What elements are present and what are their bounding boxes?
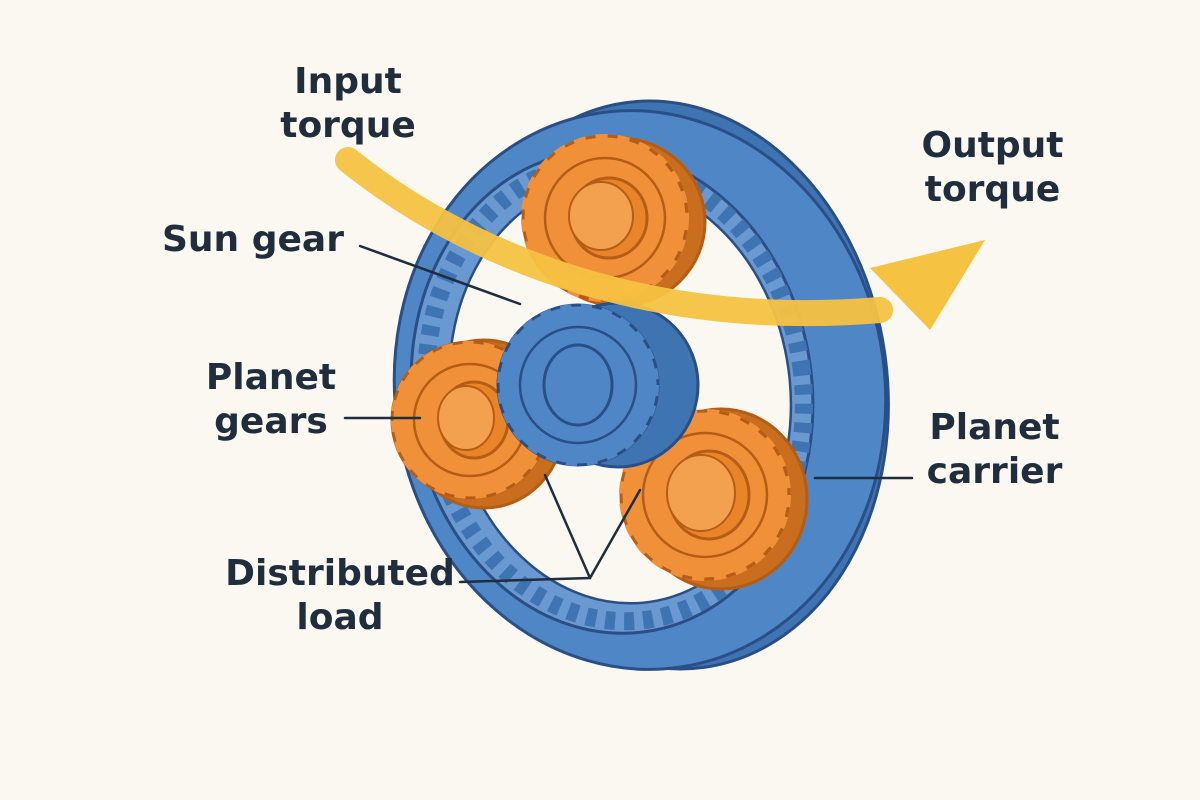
planet-gear-top [521,134,707,308]
distributed-load-leader-b [543,473,592,580]
planet-gears-line-1: Planet [205,357,337,398]
distributed-load-line-2: load [296,597,384,638]
input-torque-line-2: torque [280,105,416,146]
planet-carrier-label: Planet carrier [912,406,1077,494]
input-torque-label: Input torque [268,60,428,148]
output-torque-line-1: Output [921,125,1064,166]
input-torque-line-1: Input [294,61,402,102]
planet-carrier-line-1: Planet [929,407,1060,448]
torque-flow-arrow [335,147,985,330]
planet-gears-line-2: gears [214,401,328,442]
planet-gears-label: Planet gears [192,356,350,444]
sun-gear-leader [358,244,522,306]
distributed-load-line-1: Distributed [225,553,455,594]
output-torque-line-2: torque [924,169,1061,210]
output-torque-label: Output torque [905,124,1080,212]
distributed-load-label: Distributed load [210,552,470,640]
leader-lines [343,244,914,584]
planet-carrier-line-2: carrier [926,451,1063,492]
sun-gear-label: Sun gear [162,219,344,260]
sun-gear [496,301,700,469]
